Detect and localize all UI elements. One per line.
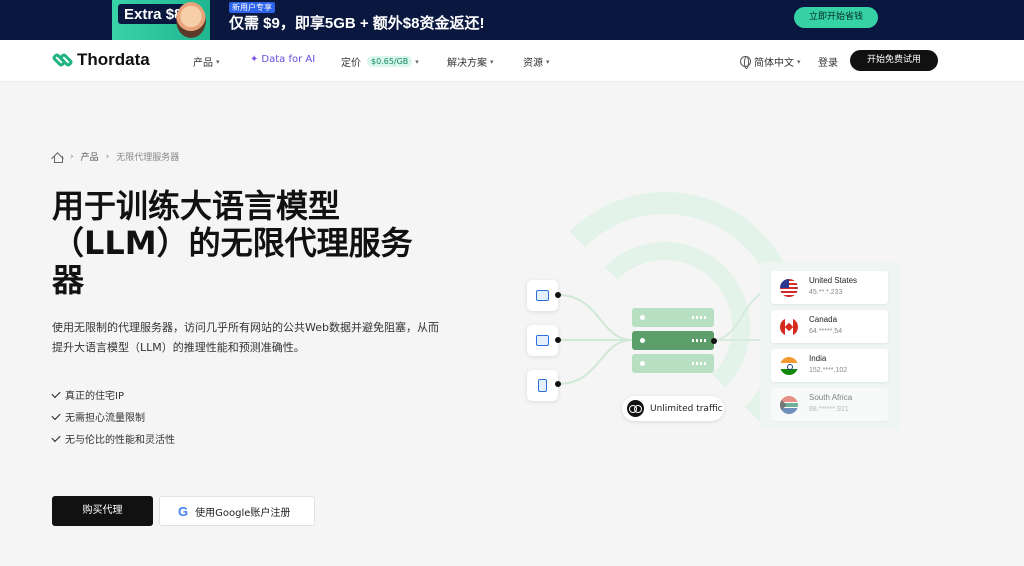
- server-rack-icon: [632, 354, 714, 373]
- promo-avatar-image: [176, 2, 206, 38]
- nav-solutions-label: 解决方案: [447, 58, 487, 69]
- connection-dot: [555, 292, 561, 298]
- language-selector[interactable]: 简体中文 ▾: [740, 54, 801, 69]
- language-label: 简体中文: [754, 58, 794, 69]
- brand-name: Thordata: [77, 50, 150, 69]
- in-flag-icon: [780, 357, 798, 375]
- logo-icon: [51, 50, 74, 70]
- google-signup-button[interactable]: G 使用Google账户注册: [159, 496, 315, 526]
- chevron-down-icon: ▾: [490, 57, 494, 66]
- country-name: South Africa: [809, 393, 853, 402]
- chevron-right-icon: ›: [70, 151, 74, 162]
- free-trial-button[interactable]: 开始免费试用: [850, 50, 938, 71]
- check-icon: [51, 410, 61, 420]
- chevron-down-icon: ▾: [546, 57, 550, 66]
- top-nav: Thordata 产品 ▾ ✦ Data for AI 定价 $0.65/GB …: [0, 40, 1024, 82]
- desktop-device-icon: [527, 280, 558, 311]
- sparkle-icon: ✦: [250, 54, 259, 65]
- connection-dot: [555, 381, 561, 387]
- server-rack-icon: [632, 308, 714, 327]
- country-card: South Africa 88.******.921: [771, 388, 888, 421]
- google-signup-label: 使用Google账户注册: [195, 507, 291, 519]
- nav-resources[interactable]: 资源 ▾: [523, 54, 550, 70]
- check-icon: [51, 432, 61, 442]
- feature-item: 无需担心流量限制: [51, 405, 175, 427]
- country-card: India 152.****.102: [771, 349, 888, 382]
- chevron-down-icon: ▾: [797, 57, 801, 66]
- buy-proxy-button[interactable]: 购买代理: [52, 496, 153, 526]
- feature-label: 无需担心流量限制: [65, 412, 145, 424]
- feature-label: 真正的住宅IP: [65, 390, 124, 402]
- feature-list: 真正的住宅IP 无需担心流量限制 无与伦比的性能和灵活性: [51, 383, 175, 449]
- proxy-network-illustration: Unlimited traffic United States 45.**.*.…: [500, 180, 920, 480]
- country-name: United States: [809, 276, 858, 285]
- tablet-device-icon: [527, 370, 558, 401]
- promo-cta-button[interactable]: 立即开始省钱: [794, 7, 878, 28]
- nav-products-label: 产品: [193, 58, 213, 69]
- breadcrumb-current: 无限代理服务器: [116, 153, 180, 163]
- country-name: Canada: [809, 315, 838, 324]
- server-rack-icon: [632, 331, 714, 350]
- google-icon: G: [178, 503, 189, 519]
- promo-title: 仅需 $9，即享5GB + 额外$8资金返还!: [229, 15, 485, 32]
- home-icon[interactable]: [52, 152, 63, 163]
- chip-label: Unlimited traffic: [650, 403, 723, 414]
- nav-products[interactable]: 产品 ▾: [193, 54, 220, 70]
- chevron-down-icon: ▾: [415, 57, 419, 66]
- globe-icon: [740, 56, 751, 69]
- promo-extra-badge: Extra $8: [118, 4, 189, 24]
- feature-item: 真正的住宅IP: [51, 383, 175, 405]
- us-flag-icon: [780, 279, 798, 297]
- feature-item: 无与伦比的性能和灵活性: [51, 427, 175, 449]
- country-ip: 88.******.921: [809, 406, 849, 413]
- feature-label: 无与伦比的性能和灵活性: [65, 434, 175, 446]
- nav-pricing-label: 定价: [341, 58, 361, 69]
- page-title: 用于训练大语言模型（LLM）的无限代理服务器: [52, 187, 413, 299]
- nav-data-for-ai[interactable]: ✦ Data for AI: [250, 54, 315, 65]
- breadcrumb: › 产品 › 无限代理服务器: [52, 150, 179, 163]
- brand-logo[interactable]: Thordata: [51, 50, 150, 70]
- nav-pricing[interactable]: 定价 $0.65/GB ▾: [341, 54, 419, 69]
- connection-dot: [555, 337, 561, 343]
- infinity-icon: [627, 400, 644, 417]
- chevron-down-icon: ▾: [216, 57, 220, 66]
- nav-resources-label: 资源: [523, 58, 543, 69]
- promo-tag: 新用户专享: [229, 2, 275, 13]
- nav-solutions[interactable]: 解决方案 ▾: [447, 54, 494, 70]
- nav-data-for-ai-label: Data for AI: [261, 54, 316, 65]
- breadcrumb-products[interactable]: 产品: [80, 153, 99, 163]
- pricing-badge: $0.65/GB: [367, 56, 413, 67]
- connection-dot: [711, 338, 717, 344]
- chevron-right-icon: ›: [105, 151, 110, 162]
- unlimited-traffic-chip: Unlimited traffic: [622, 396, 724, 421]
- monitor-device-icon: [527, 325, 558, 356]
- check-icon: [51, 388, 61, 398]
- country-card: United States 45.**.*.233: [771, 271, 888, 304]
- country-card: Canada 64.*****.54: [771, 310, 888, 343]
- promo-banner[interactable]: Extra $8 新用户专享 仅需 $9，即享5GB + 额外$8资金返还! 立…: [0, 0, 1024, 40]
- country-name: India: [809, 354, 827, 363]
- country-ip: 45.**.*.233: [809, 289, 843, 296]
- country-ip: 152.****.102: [809, 367, 848, 374]
- country-ip: 64.*****.54: [809, 328, 843, 335]
- login-link[interactable]: 登录: [818, 58, 838, 69]
- hero-description: 使用无限制的代理服务器，访问几乎所有网站的公共Web数据并避免阻塞，从而提升大语…: [52, 321, 439, 354]
- ca-flag-icon: [780, 318, 798, 336]
- za-flag-icon: [780, 396, 798, 414]
